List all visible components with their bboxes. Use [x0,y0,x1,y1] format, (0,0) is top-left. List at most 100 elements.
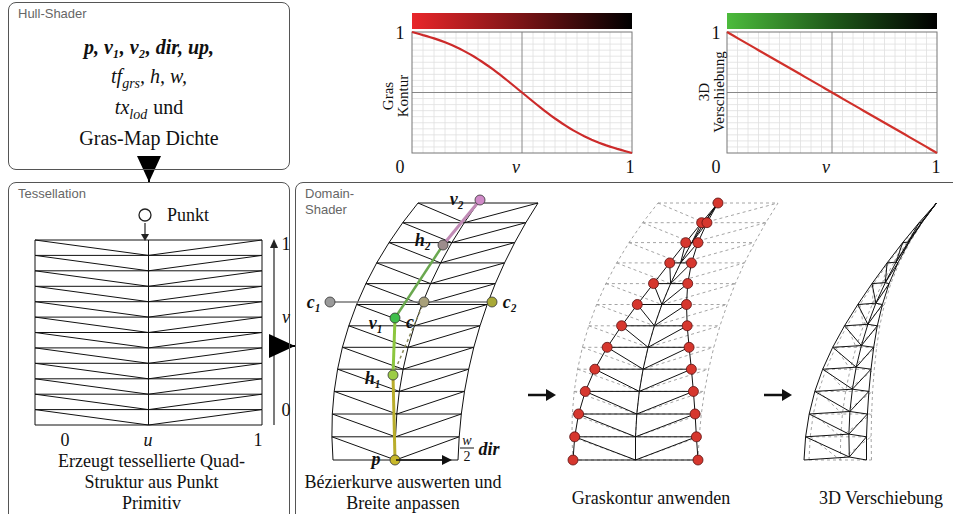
mesh-line [885,263,898,283]
axis-label: 0 [396,157,405,177]
mesh-line [849,203,937,457]
parameter-text: grs [122,76,140,91]
mesh-line [823,369,871,389]
plot-frame [412,32,632,153]
contour-point [568,455,578,465]
axis-label: Punkt [167,205,209,225]
contour-point [570,432,580,442]
control-point [438,240,448,250]
control-point [487,297,497,307]
color-bar [727,13,937,29]
mesh-line [573,203,718,460]
contour-point [702,218,712,228]
mesh-line [338,369,469,391]
control-line [330,301,492,303]
axis-label: dir [478,439,499,459]
contour-point [649,279,659,289]
mesh-line-dashed [894,243,910,263]
control-line [393,302,424,375]
stage-caption: Erzeugt tessellierte Quad-Struktur aus P… [54,451,249,514]
parameter-line: p, v₁, v₂, dir, up, [9,33,289,62]
mesh-line [334,391,464,414]
mesh-line [858,305,883,325]
contour-point [632,299,642,309]
mesh-line [833,346,874,348]
parameter-text: tf [111,65,122,87]
axis-label: v [822,157,830,177]
axis-label: 0 [282,400,291,420]
axis-label: h₁ [365,368,381,388]
arrow-head [442,455,452,465]
axis-label: v [282,307,290,327]
axis-label: w [462,433,471,448]
mesh-line [332,414,461,437]
parameter-text: Gras-Map Dichte [79,127,218,149]
mesh-line-dashed [617,263,745,284]
contour-point [665,258,675,268]
stage-caption: Bézierkurve auswerten und Breite anpasse… [301,472,506,514]
mesh-line [342,347,473,369]
mesh-line [815,391,869,411]
axis-label: u [144,430,153,450]
shader-stage-box: Domain-ShaderBézierkurve auswerten und B… [295,182,953,514]
mesh-line [809,414,867,434]
mesh-line-dashed [921,203,937,223]
mesh-line [823,367,871,369]
control-line [393,375,395,460]
axis-label: 1 [282,234,291,254]
mesh-line-dashed [572,203,658,460]
plot-curve [727,32,937,153]
contour-point [580,386,590,396]
parameter-line: Gras-Map Dichte [9,124,289,153]
mesh-line [622,326,688,348]
control-line [395,245,443,318]
mesh-line [35,317,262,332]
control-point [390,313,400,323]
control-point [325,297,335,307]
contour-strip [568,198,778,465]
mesh-line [804,203,937,460]
mesh-line [845,326,878,346]
mesh-line-dashed [606,284,735,305]
axis-label: 1 [932,157,941,177]
mesh-line [35,302,262,317]
mesh-line [815,389,869,391]
control-point [475,195,485,205]
stage-title: Tessellation [18,186,86,202]
mesh-line [687,203,719,460]
arrow-head [141,234,149,241]
displaced-strip [804,203,937,460]
arrow-line [528,394,548,397]
mesh-line [637,305,686,326]
mesh-line-dashed [597,305,728,326]
fraction-bar [460,448,474,449]
mesh-line [833,347,874,367]
plot-grids [412,32,937,153]
axis-label: 1 [626,157,635,177]
axis-label: 2 [464,449,471,464]
mesh-line [418,203,538,223]
mesh-line [845,324,878,326]
mesh-line [585,391,693,414]
flow-connector [269,334,295,358]
axis-label: 0 [712,157,721,177]
mesh-line [806,437,867,457]
mesh-line [896,243,909,263]
mesh-line [872,283,889,284]
control-point [419,297,429,307]
point-symbol [139,209,151,221]
mesh-line [804,457,867,460]
contour-point [681,238,691,248]
mesh-line [35,363,262,379]
axis-label: c₂ [503,292,517,312]
contour-point [713,198,723,208]
mesh-line [35,333,262,348]
flow-connector [137,156,161,182]
parameter-text: und [153,96,183,118]
mesh-line-dashed [810,437,871,460]
parameter-list: p, v₁, v₂, dir, up,tfgrs, h, w,txlodundG… [9,33,289,153]
contour-point [617,321,627,331]
mesh-line [908,223,922,242]
axis-label: h₂ [415,230,431,250]
